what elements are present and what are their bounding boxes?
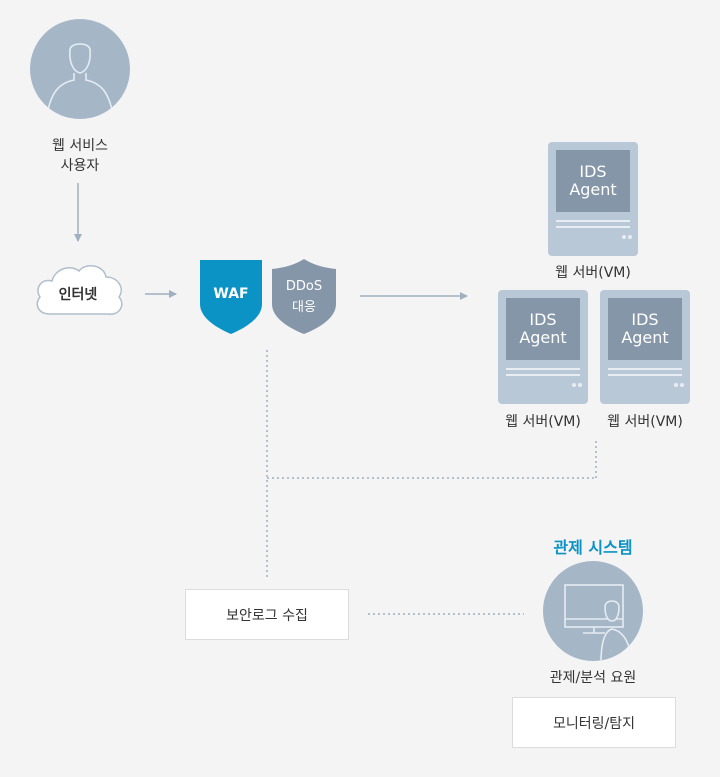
security-log-collection-box: 보안로그 수집 [185, 589, 349, 640]
server-screen-agent: Agent [569, 180, 617, 199]
server-led [578, 383, 582, 387]
server-line [556, 220, 630, 222]
cloud-icon [36, 265, 123, 315]
server-screen: IDS Agent [556, 150, 630, 212]
server-led [628, 235, 632, 239]
server-led [680, 383, 684, 387]
server-led [572, 383, 576, 387]
server-screen-agent: Agent [621, 328, 669, 347]
server-line [608, 368, 682, 370]
monitoring-detection-box: 모니터링/탐지 [512, 697, 676, 748]
internet-label: 인터넷 [58, 287, 98, 303]
server-screen-ids: IDS [631, 310, 659, 329]
waf-shield-icon [200, 260, 262, 334]
server-led [622, 235, 626, 239]
ddos-shield-icon [272, 259, 336, 334]
server-screen-agent: Agent [519, 328, 567, 347]
user-label-line1: 웹 서비스 [52, 138, 108, 154]
server-screen-ids: IDS [529, 310, 557, 329]
waf-label: WAF [213, 286, 249, 302]
web-server-vm-2: IDS Agent [498, 290, 588, 404]
web-server-vm-3: IDS Agent [600, 290, 690, 404]
web-server-label-3: 웹 서버(VM) [607, 414, 683, 430]
ddos-label-line1: DDoS [285, 279, 323, 294]
web-server-label-2: 웹 서버(VM) [505, 414, 581, 430]
server-line [556, 226, 630, 228]
web-server-vm-1: IDS Agent [548, 142, 638, 256]
server-line [608, 374, 682, 376]
operator-monitor-icon [543, 561, 643, 661]
ddos-label-line2: 대응 [292, 300, 316, 315]
user-icon [30, 19, 130, 119]
server-line [506, 368, 580, 370]
control-system-title: 관제 시스템 [553, 538, 633, 557]
user-label-line2: 사용자 [60, 158, 100, 174]
server-line [506, 374, 580, 376]
server-screen: IDS Agent [608, 298, 682, 360]
analyst-label: 관제/분석 요원 [549, 670, 637, 686]
server-screen-ids: IDS [579, 162, 607, 181]
web-server-label-1: 웹 서버(VM) [555, 265, 631, 281]
server-screen: IDS Agent [506, 298, 580, 360]
server-led [674, 383, 678, 387]
